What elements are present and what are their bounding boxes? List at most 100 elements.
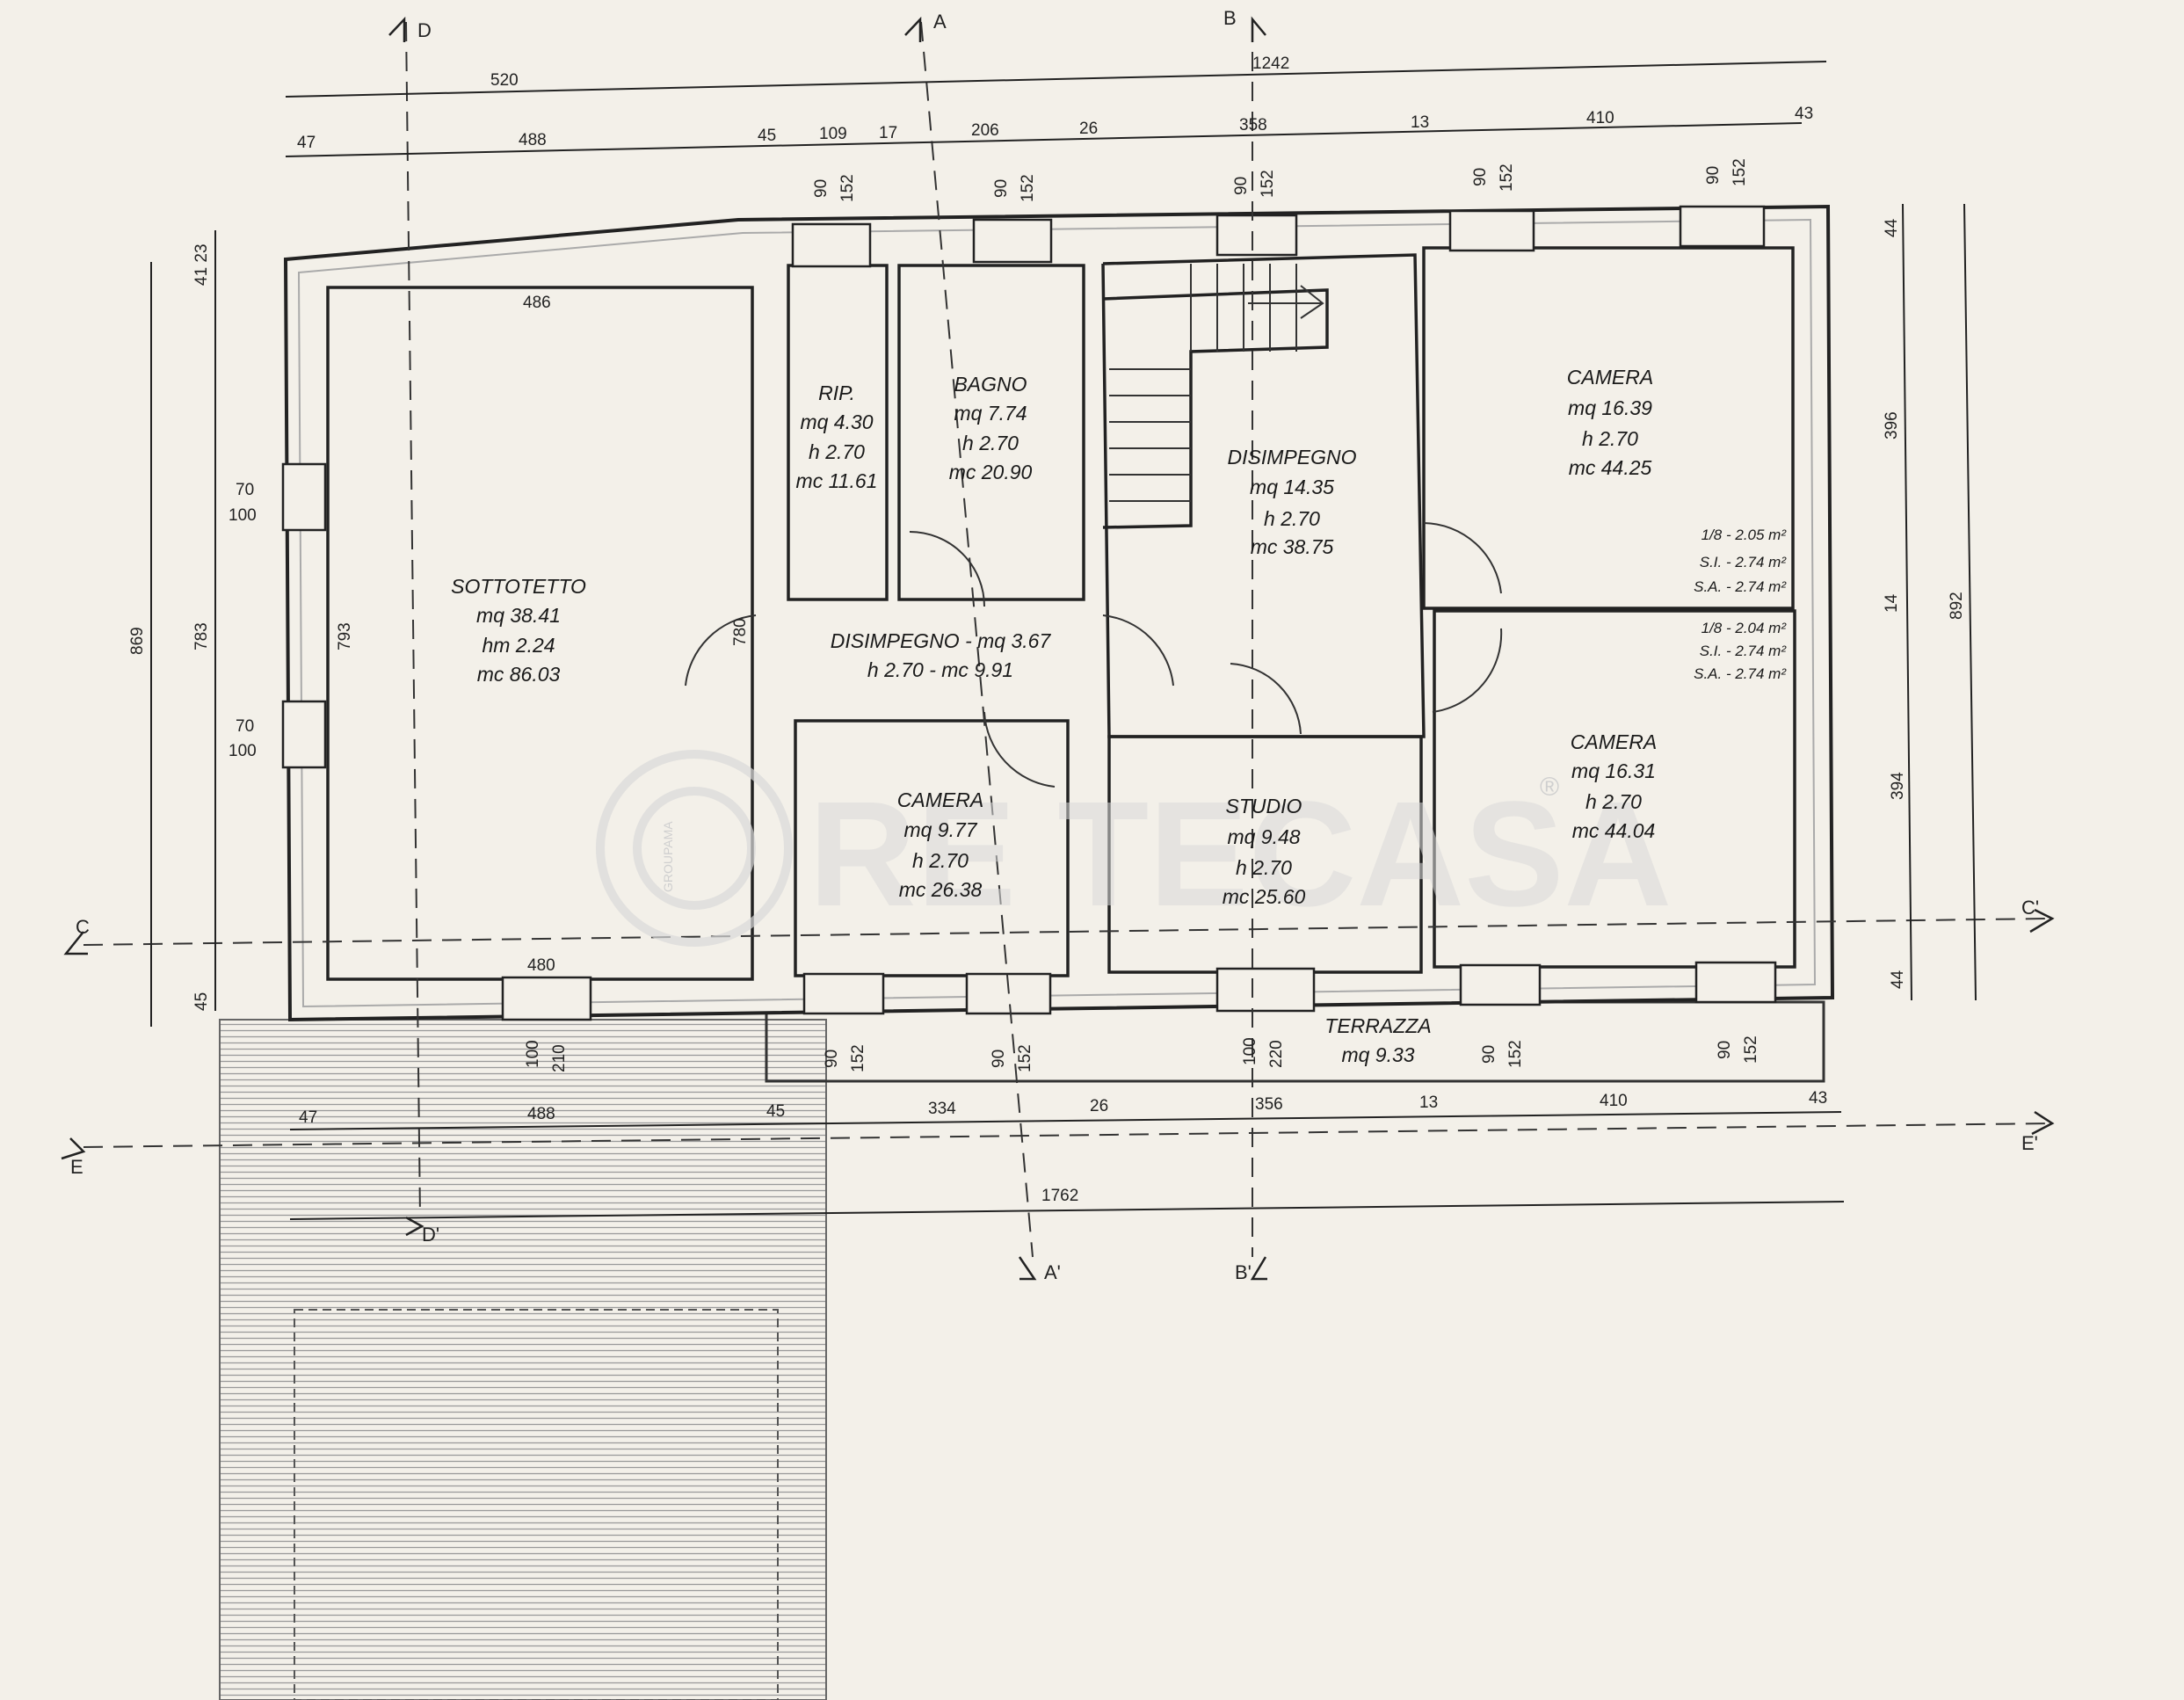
room-camera-bl-name: CAMERA	[897, 788, 983, 811]
win-b2-h: 152	[1016, 1044, 1034, 1072]
dim-bot-6: 13	[1419, 1093, 1438, 1112]
wall-camera-tr	[1422, 246, 1795, 610]
dim-bot-total: 1762	[1041, 1187, 1078, 1205]
camera-br-note-3: S.A. - 2.74 m²	[1694, 665, 1787, 682]
dim-right-b: 394	[1889, 772, 1907, 800]
section-label-e: E	[70, 1156, 83, 1178]
wall-disimp	[1101, 253, 1426, 738]
win-b2-w: 90	[990, 1050, 1008, 1068]
win-b5-h: 152	[1742, 1035, 1760, 1064]
dim-bot-0: 47	[299, 1108, 317, 1127]
room-camera-br-mq: mq 16.31	[1571, 759, 1656, 782]
section-label-b: B	[1223, 7, 1237, 29]
room-disimp-top-name: DISIMPEGNO	[1228, 446, 1357, 469]
watermark-sub: GROUPAMA	[661, 821, 675, 892]
win-t2-w: 90	[992, 179, 1011, 198]
camera-tr-note-1: 1/8 - 2.05 m²	[1701, 527, 1788, 543]
win-b1-h: 152	[849, 1044, 867, 1072]
room-disimp-top-mc: mc 38.75	[1251, 535, 1334, 558]
dim-right-outer: 892	[1948, 592, 1966, 620]
dim-bot-3: 334	[928, 1100, 956, 1118]
staircase	[1109, 264, 1324, 502]
dim-bot-1: 488	[527, 1105, 555, 1123]
room-studio-name: STUDIO	[1226, 795, 1302, 817]
dim-top-5: 206	[971, 121, 999, 140]
win-t1-h: 152	[838, 174, 857, 202]
win-b1-w: 90	[823, 1050, 841, 1068]
wall-fill-line	[297, 218, 1817, 1008]
dim-left-top: 41 23	[192, 243, 211, 286]
dim-bot-7: 410	[1600, 1092, 1628, 1110]
dim-right-mid: 14	[1883, 593, 1901, 613]
camera-br-note-2: S.I. - 2.74 m²	[1700, 643, 1788, 659]
room-disimp-top-h: h 2.70	[1264, 507, 1320, 530]
win-t4-w: 90	[1471, 168, 1490, 186]
room-rip-mc: mc 11.61	[796, 469, 878, 492]
win-b4-w: 90	[1480, 1045, 1498, 1064]
watermark-logo-outer	[596, 750, 793, 947]
room-sottotetto-name: SOTTOTETTO	[451, 575, 586, 598]
watermark-text: RE TECASA	[809, 771, 1672, 938]
win-side-1-w: 70	[236, 481, 254, 499]
win-t2-h: 152	[1019, 174, 1037, 202]
room-camera-bl-h: h 2.70	[912, 849, 969, 872]
room-camera-bl-mq: mq 9.77	[903, 818, 977, 841]
dim-top-3: 109	[819, 125, 847, 143]
porch-inner	[294, 1309, 779, 1700]
win-b0-h: 210	[550, 1044, 569, 1072]
room-labels: SOTTOTETTO mq 38.41 hm 2.24 mc 86.03 RIP…	[451, 366, 1657, 1066]
dim-sotto-bot: 480	[527, 956, 555, 975]
camera-notes: 1/8 - 2.05 m² S.I. - 2.74 m² S.A. - 2.74…	[1694, 527, 1787, 682]
camera-tr-note-2: S.I. - 2.74 m²	[1700, 554, 1788, 570]
win-b4-h: 152	[1506, 1040, 1525, 1068]
win-b3-h: 220	[1267, 1040, 1286, 1068]
room-camera-bl-mc: mc 26.38	[899, 878, 983, 901]
win-t5-w: 90	[1704, 166, 1723, 185]
dim-top-7: 358	[1239, 116, 1267, 134]
section-label-d2: D'	[422, 1224, 439, 1246]
wall-bagno	[897, 264, 1085, 601]
dim-bot-5: 356	[1255, 1095, 1283, 1114]
outer-wall	[283, 204, 1835, 1022]
room-bagno-h: h 2.70	[962, 432, 1019, 454]
room-terrazza-name: TERRAZZA	[1324, 1014, 1431, 1037]
dimension-lines	[150, 61, 1977, 1220]
room-bagno-name: BAGNO	[954, 373, 1027, 396]
room-camera-br-mc: mc 44.04	[1572, 819, 1656, 842]
window-dims: 70 100 70 100 90 152 90 152 90 152 90 15…	[229, 158, 1760, 1072]
dim-left-bot: 45	[192, 992, 211, 1011]
room-rip-h: h 2.70	[809, 440, 865, 463]
dim-disimp-small: 780	[731, 618, 750, 646]
porch-hatch	[219, 1019, 827, 1700]
section-labels: D A B C C' D' A' B' E E'	[70, 7, 2039, 1283]
watermark: RE TECASA GROUPAMA ®	[596, 750, 1672, 947]
dim-top-1: 488	[519, 131, 547, 149]
dim-top-4: 17	[879, 124, 897, 142]
watermark-reg: ®	[1540, 773, 1559, 802]
dim-top-2: 45	[758, 127, 776, 145]
room-rip-name: RIP.	[818, 381, 855, 404]
win-t5-h: 152	[1731, 158, 1749, 186]
room-rip-mq: mq 4.30	[800, 410, 873, 433]
room-camera-tr-name: CAMERA	[1567, 366, 1653, 389]
dim-sotto-h: 793	[336, 622, 354, 650]
room-sottotetto-h: hm 2.24	[482, 634, 555, 657]
room-studio-mq: mq 9.48	[1227, 825, 1300, 848]
section-arrows	[61, 16, 2055, 1281]
wall-stair	[1102, 288, 1329, 529]
room-camera-br-name: CAMERA	[1571, 730, 1657, 753]
camera-tr-note-3: S.A. - 2.74 m²	[1694, 578, 1787, 595]
room-studio-h: h 2.70	[1236, 856, 1292, 879]
section-label-c: C	[76, 916, 90, 938]
dim-top-6: 26	[1079, 120, 1098, 138]
dim-left-inner: 783	[192, 622, 211, 650]
room-studio-mc: mc 25.60	[1223, 885, 1306, 908]
section-label-d: D	[417, 19, 432, 41]
dim-right-bot: 44	[1889, 970, 1907, 989]
dim-sotto-top: 486	[523, 294, 551, 312]
room-disimp-mid-1: DISIMPEGNO - mq 3.67	[831, 629, 1052, 652]
dim-bot-2: 45	[766, 1102, 785, 1121]
section-label-c2: C'	[2021, 897, 2039, 919]
wall-camera-bl	[794, 719, 1070, 977]
